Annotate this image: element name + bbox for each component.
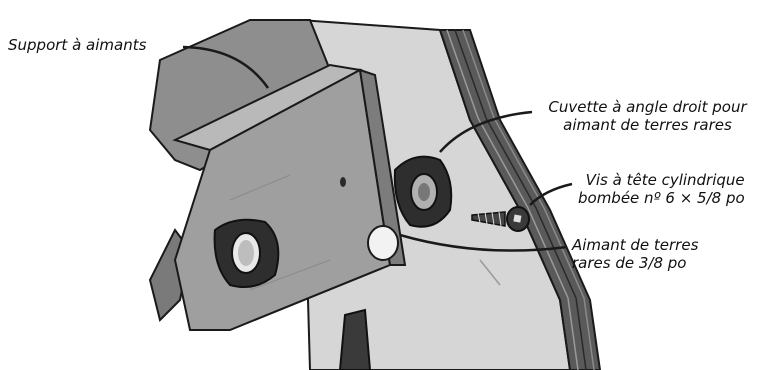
corner-cup-left xyxy=(213,218,280,288)
label-magnet-holder: Support à aimants xyxy=(8,36,147,54)
label-corner-cup-line1: Cuvette à angle droit pour xyxy=(548,98,747,116)
screw xyxy=(471,206,530,232)
leader-screw xyxy=(529,182,573,206)
label-screw-line1: Vis à tête cylindrique xyxy=(585,171,745,189)
label-magnet: Aimant de terres rares de 3/8 po xyxy=(572,236,698,272)
leader-magnet-holder xyxy=(182,45,270,89)
leader-lines xyxy=(182,45,573,252)
bottom-support xyxy=(338,308,372,370)
leader-magnet xyxy=(399,233,568,252)
label-screw-line2: bombée nº 6 × 5/8 po xyxy=(578,189,745,207)
label-magnet-line1: Aimant de terres xyxy=(572,236,699,254)
label-magnet-line2: rares de 3/8 po xyxy=(572,254,687,272)
label-screw: Vis à tête cylindrique bombée nº 6 × 5/8… xyxy=(578,171,745,207)
leader-corner-cup xyxy=(439,110,533,153)
rare-earth-magnet xyxy=(367,225,399,261)
label-corner-cup: Cuvette à angle droit pour aimant de ter… xyxy=(535,98,760,134)
corner-cup-right xyxy=(393,155,453,228)
label-corner-cup-line2: aimant de terres rares xyxy=(563,116,732,134)
